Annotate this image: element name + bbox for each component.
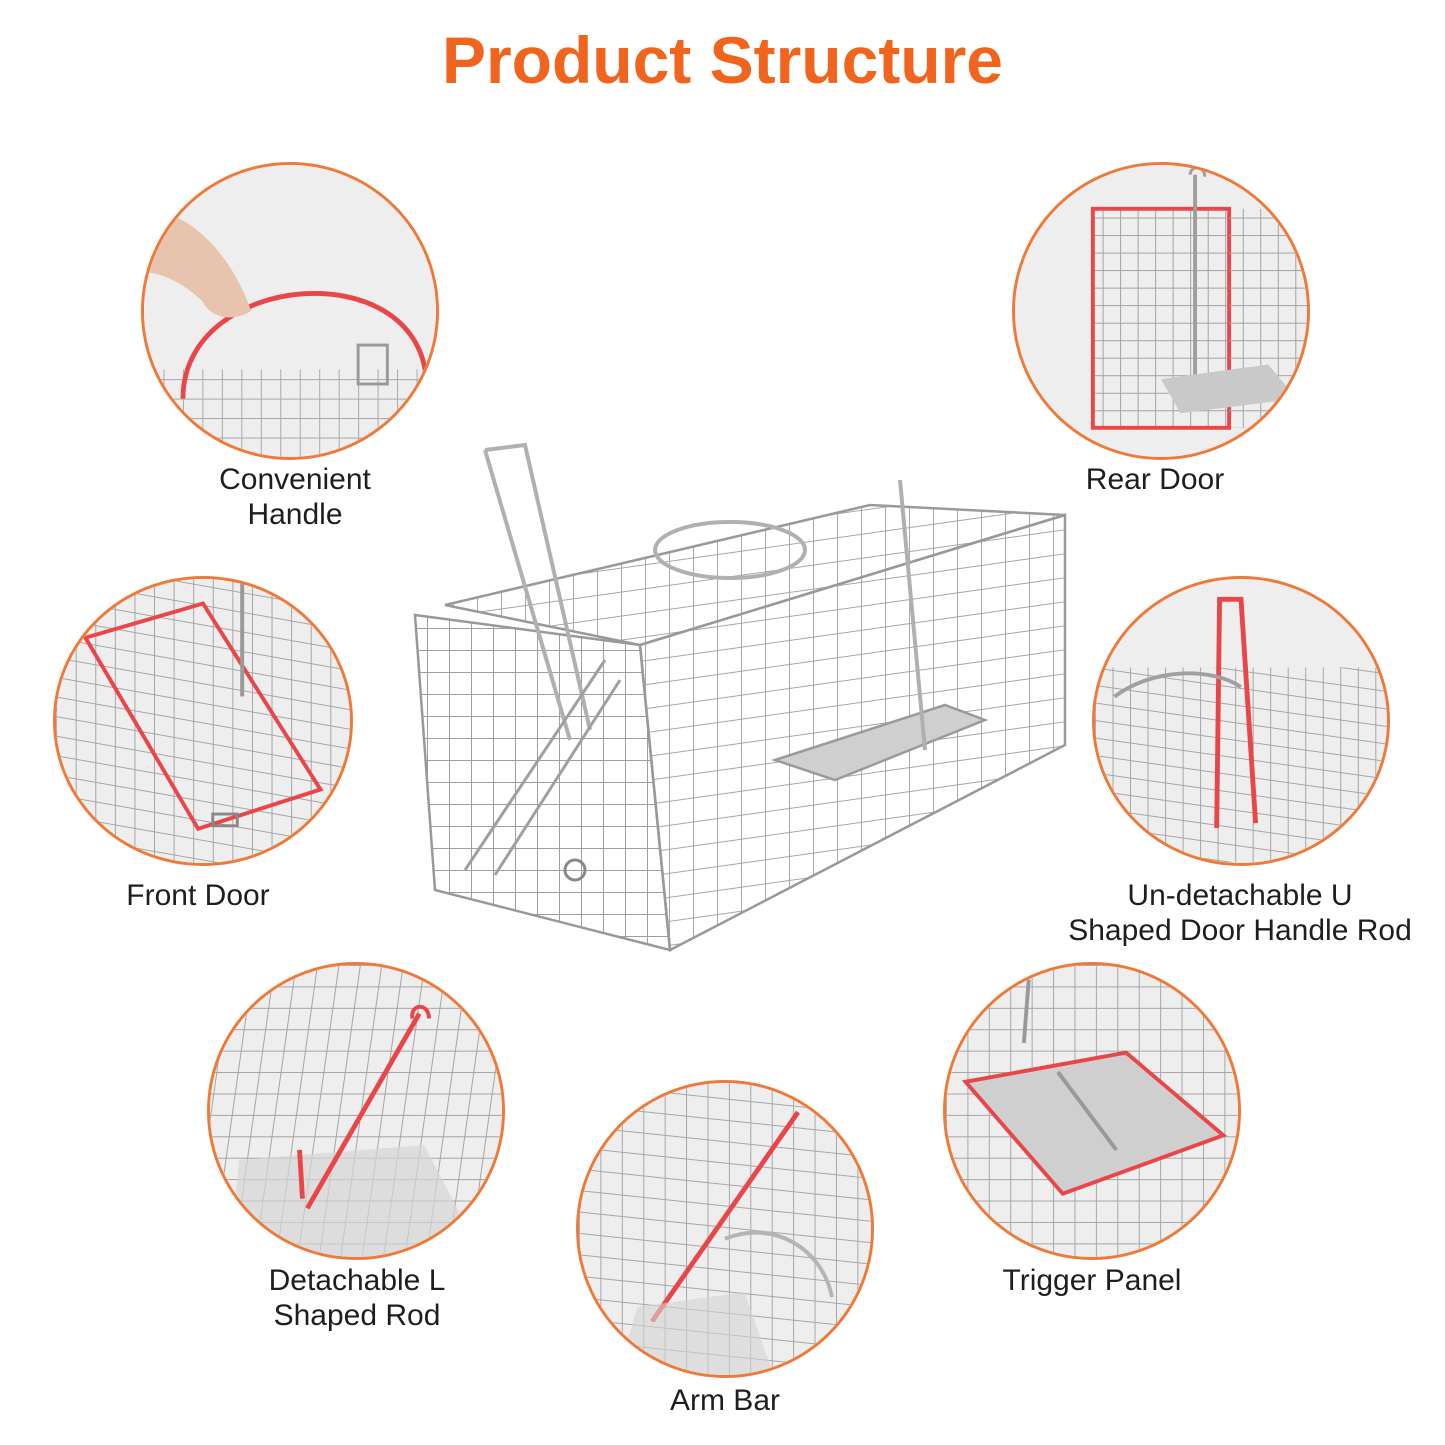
- l-shaped-rod-detail-image: [207, 962, 505, 1260]
- label-line: Front Door: [126, 879, 270, 912]
- label-line: Trigger Panel: [1002, 1264, 1182, 1297]
- u-shaped-rod-label: Un-detachable U Shaped Door Handle Rod: [1040, 878, 1440, 948]
- cage-trap-image: [405, 430, 1085, 960]
- u-shaped-rod-detail-image: [1092, 576, 1390, 866]
- label-line: Rear Door: [1085, 463, 1225, 496]
- rear-door-label: Rear Door: [1055, 462, 1255, 497]
- label-line: Convenient: [219, 463, 371, 496]
- page-title: Product Structure: [441, 23, 1004, 97]
- arm-bar-label: Arm Bar: [575, 1383, 875, 1418]
- arm-bar-detail-image: [576, 1080, 874, 1378]
- label-line: Shaped Rod: [273, 1299, 441, 1332]
- trigger-panel-detail-image: [943, 962, 1241, 1260]
- convenient-handle-detail-image: [141, 162, 439, 460]
- rear-door-detail-image: [1012, 162, 1310, 460]
- label-line: Arm Bar: [669, 1384, 780, 1417]
- label-line: Shaped Door Handle Rod: [1068, 914, 1412, 947]
- label-line: Detachable L: [268, 1264, 446, 1297]
- l-shaped-rod-label: Detachable L Shaped Rod: [207, 1263, 507, 1333]
- label-line: Un-detachable U: [1127, 879, 1353, 912]
- label-line: Handle: [247, 498, 343, 531]
- trigger-panel-label: Trigger Panel: [942, 1263, 1242, 1298]
- front-door-detail-image: [53, 576, 353, 866]
- front-door-label: Front Door: [98, 878, 298, 913]
- convenient-handle-label: Convenient Handle: [195, 462, 395, 532]
